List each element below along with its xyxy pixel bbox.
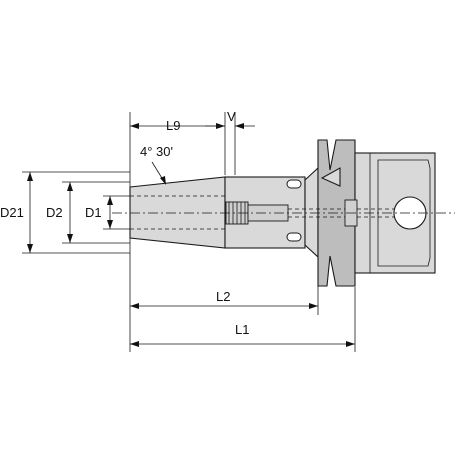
- dimension-labels: D21 D2 D1 L9 V 4° 30' L2 L1: [0, 109, 249, 337]
- lower-slot: [286, 232, 302, 242]
- label-angle: 4° 30': [140, 144, 173, 159]
- dimension-lines: [27, 123, 355, 347]
- upper-slot: [286, 179, 302, 189]
- drive-slot-key: [320, 167, 341, 187]
- label-l1: L1: [235, 322, 249, 337]
- label-d1: D1: [85, 205, 102, 220]
- neck-section: [304, 166, 319, 259]
- internal-features: [130, 190, 395, 236]
- label-d2: D2: [46, 205, 63, 220]
- extension-lines: [22, 112, 356, 352]
- tapered-nose: [129, 176, 226, 249]
- label-l2: L2: [216, 289, 230, 304]
- label-l9: L9: [166, 118, 180, 133]
- label-v: V: [227, 109, 236, 124]
- label-d21: D21: [0, 205, 24, 220]
